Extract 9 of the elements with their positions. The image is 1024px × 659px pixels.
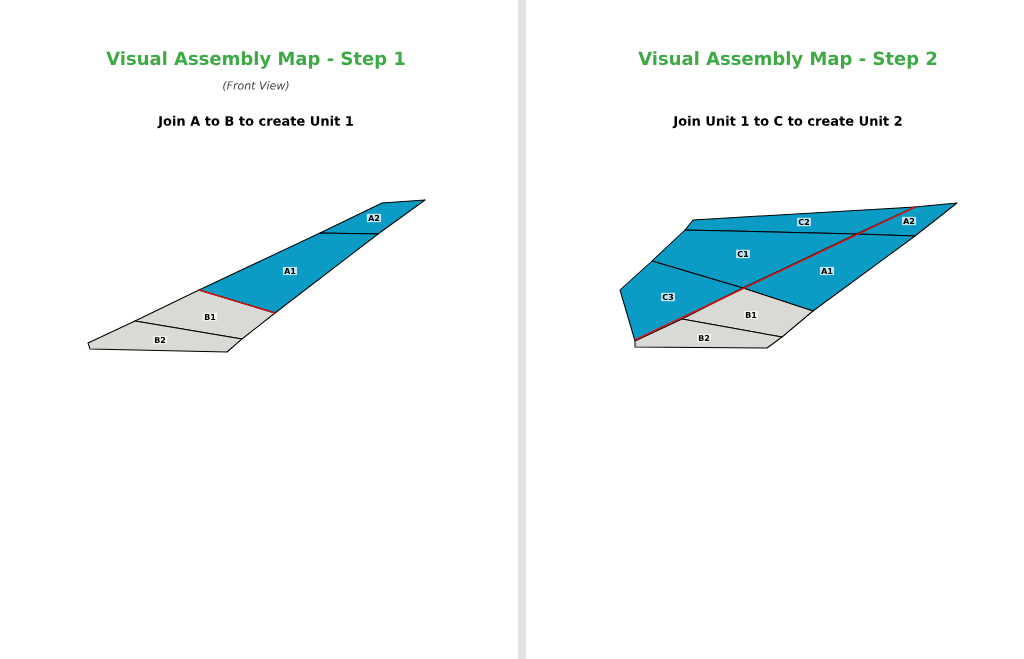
step-instruction: Join Unit 1 to C to create Unit 2 xyxy=(672,115,902,129)
page-title: Visual Assembly Map - Step 1 xyxy=(106,51,405,69)
quilt-piece: A2 xyxy=(856,202,958,237)
quilt-piece: B2 xyxy=(87,320,243,353)
quilt-piece: A2 xyxy=(319,199,426,235)
view-note: (Front View) xyxy=(223,81,289,91)
step-instruction: Join A to B to create Unit 1 xyxy=(157,115,353,129)
page-title: Visual Assembly Map - Step 2 xyxy=(638,51,937,69)
quilt-piece: B2 xyxy=(634,318,783,349)
